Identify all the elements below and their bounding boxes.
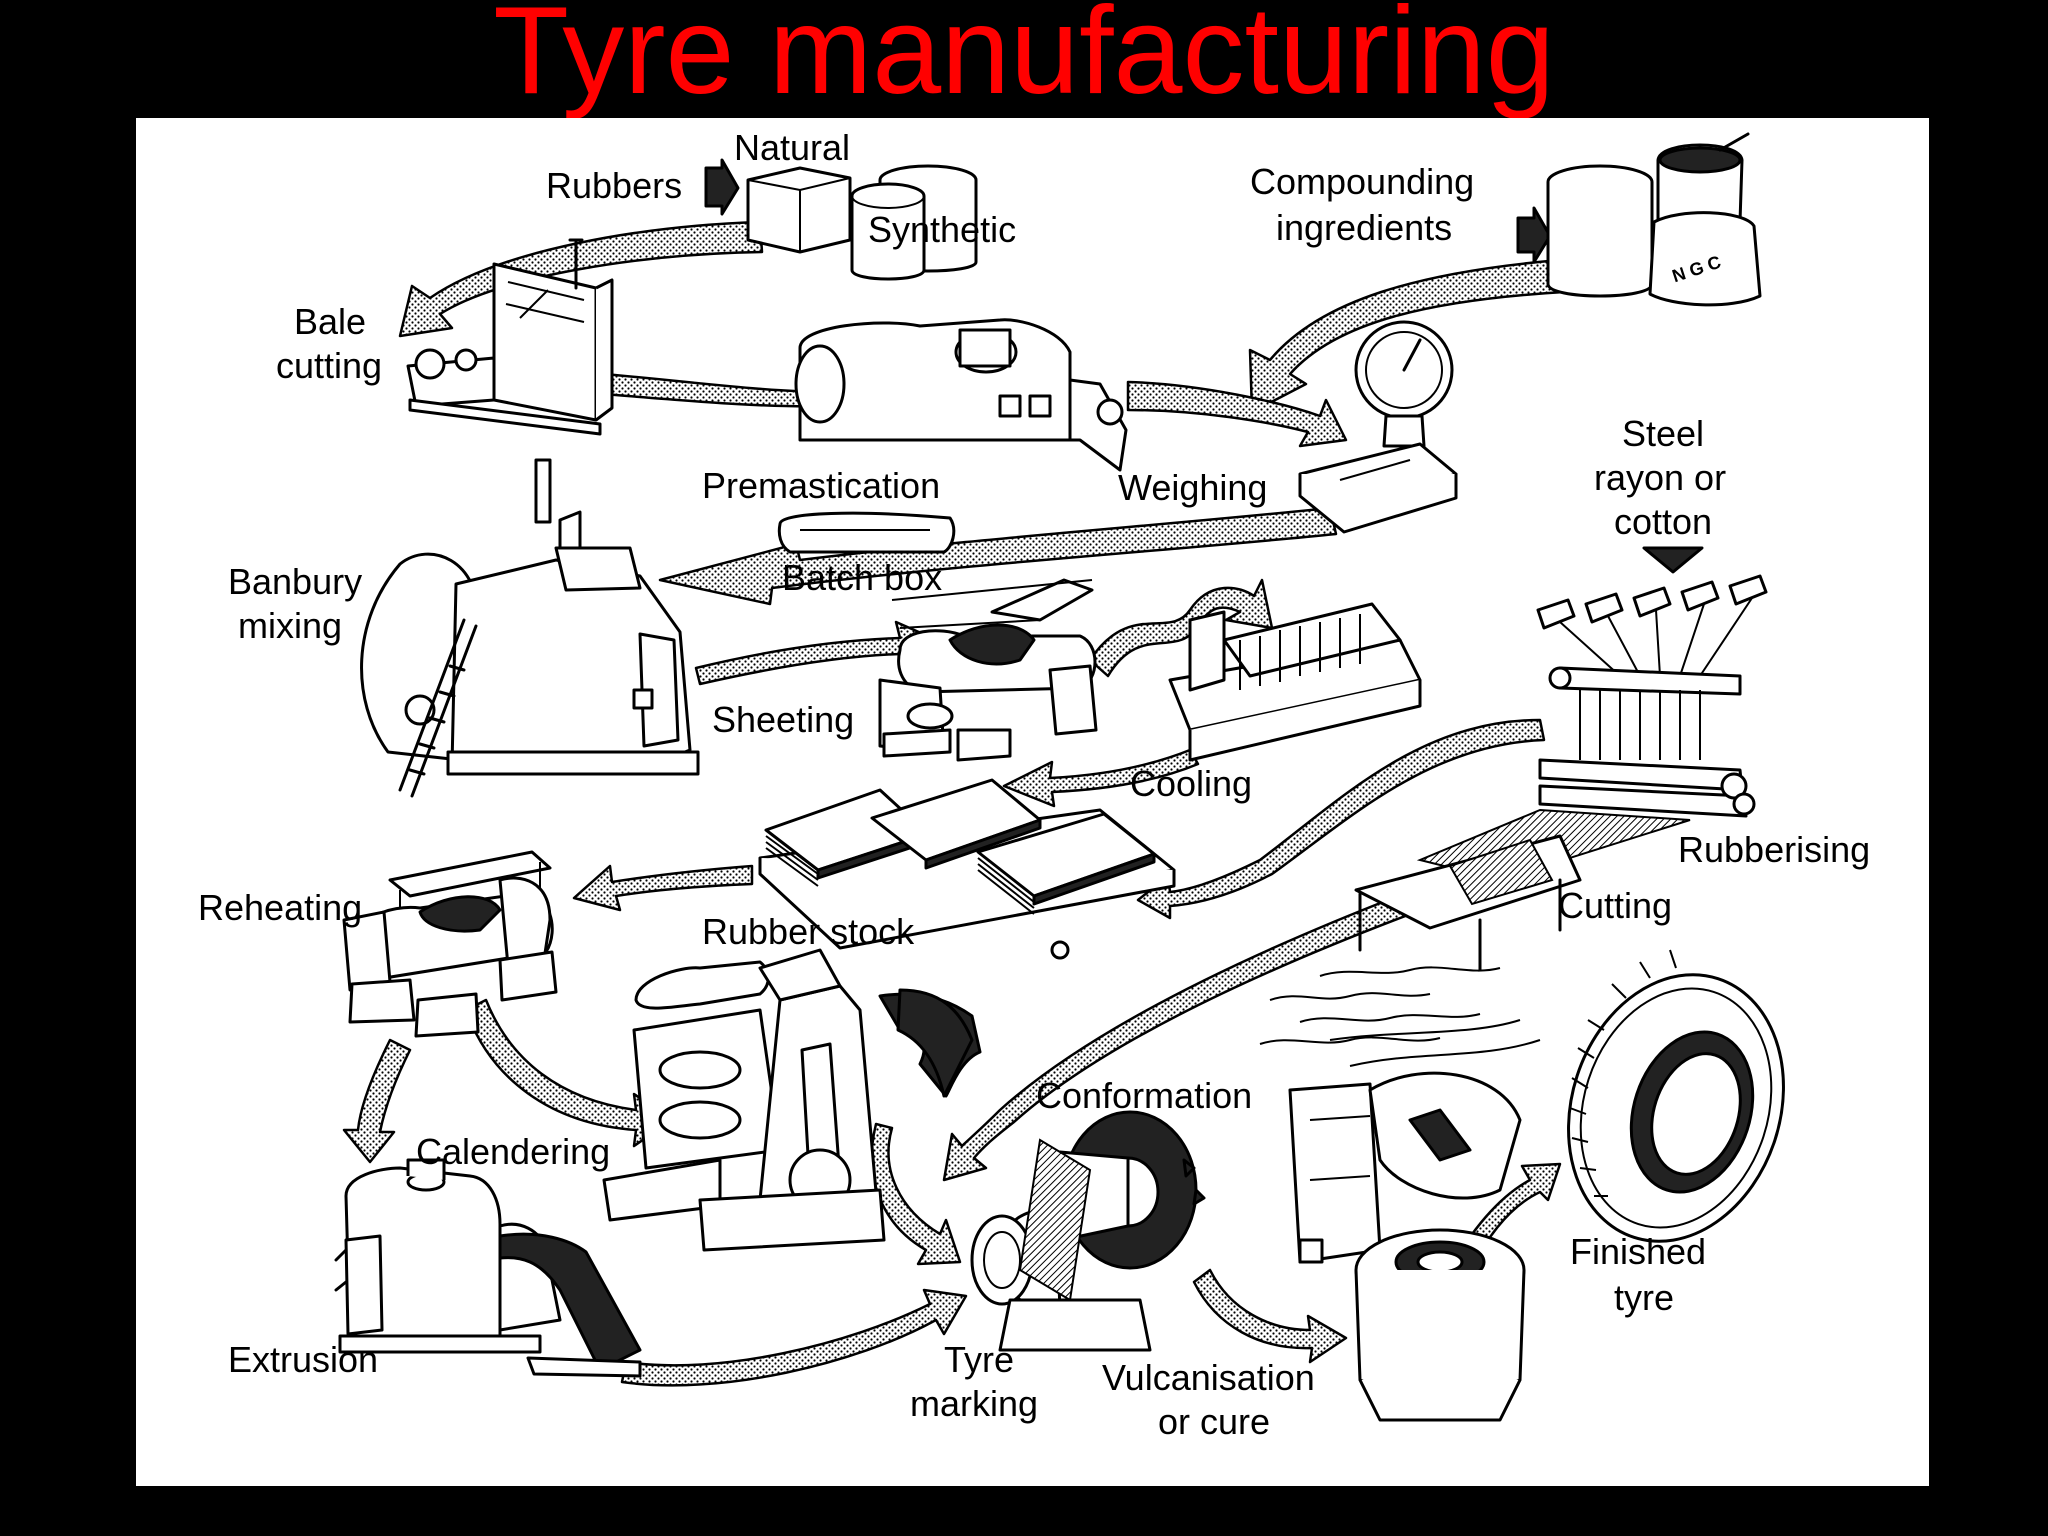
flow-arrow-compounding-to-weighing	[1248, 258, 1566, 414]
label-natural: Natural	[734, 127, 850, 168]
label-steel-line1: Steel	[1622, 413, 1704, 454]
label-tyre-marking-line2: marking	[910, 1383, 1038, 1424]
pointer-arrow-compounding	[1516, 206, 1552, 264]
bale-cutting-machine	[406, 238, 614, 436]
weighing-scale	[1298, 320, 1458, 534]
label-steel-line2: rayon or	[1594, 457, 1726, 498]
label-finished-line2: tyre	[1614, 1277, 1674, 1318]
label-tyre-marking-line1: Tyre	[944, 1339, 1014, 1380]
flow-arrow-extrusion-to-building	[620, 1288, 968, 1387]
flow-arrow-reheating-to-extrusion	[342, 1038, 412, 1164]
label-calendering: Calendering	[416, 1131, 610, 1172]
flow-arrow-bale-to-premastication	[576, 370, 832, 408]
premastication-machine	[794, 318, 1128, 472]
label-finished-line1: Finished	[1570, 1231, 1706, 1272]
flow-arrow-sheeting-to-cooling	[1088, 578, 1274, 678]
flow-arrow-reheating-to-calendering	[464, 998, 674, 1148]
label-synthetic: Synthetic	[868, 209, 1016, 250]
cutting-table	[1354, 834, 1582, 972]
reheating-mill	[342, 850, 558, 1038]
compounding-ingredient-containers: N G C	[1546, 132, 1762, 307]
extruder	[334, 1158, 642, 1378]
rubber-stock-pallet	[758, 778, 1176, 960]
label-rubber-stock: Rubber stock	[702, 911, 915, 952]
flow-arrow-conformation-to-vulcanisation	[1192, 1268, 1348, 1364]
label-compounding-line2: ingredients	[1276, 207, 1452, 248]
label-bale-line1: Bale	[294, 301, 366, 342]
label-weighing: Weighing	[1118, 467, 1267, 508]
pointer-arrow-rubbers	[704, 158, 740, 216]
natural-rubber-bale	[746, 166, 852, 254]
vulcanisation-press	[1288, 1019, 1541, 1422]
banbury-mixer	[360, 458, 700, 798]
heat-waves	[1259, 966, 1501, 1045]
finished-tyre	[1567, 949, 1785, 1243]
illustrations: N G C	[334, 132, 1785, 1422]
flow-arrow-cooling-to-stock	[1002, 748, 1200, 808]
label-vulcanisation-line2: or cure	[1158, 1401, 1270, 1442]
label-premastication: Premastication	[702, 465, 940, 506]
label-sheeting: Sheeting	[712, 699, 854, 740]
flow-arrow-stock-to-reheating	[572, 864, 754, 912]
pointer-arrow-steel	[1642, 546, 1704, 574]
label-reheating: Reheating	[198, 887, 362, 928]
flow-arrow-premastication-to-weighing	[1126, 380, 1348, 448]
flow-arrow-rubberising-to-stock	[1136, 718, 1546, 920]
label-rubbers: Rubbers	[546, 165, 682, 206]
synthetic-rubber-drums	[850, 164, 978, 281]
label-extrusion: Extrusion	[228, 1339, 378, 1380]
tyre-building-drum	[970, 1110, 1206, 1352]
label-bale-line2: cutting	[276, 345, 382, 386]
label-banbury-line2: mixing	[238, 605, 342, 646]
label-rubberising: Rubberising	[1678, 829, 1870, 870]
label-banbury-line1: Banbury	[228, 561, 362, 602]
label-batch-box: Batch box	[782, 557, 942, 598]
flow-arrow-rubber-to-bale	[398, 220, 764, 338]
label-compounding-line1: Compounding	[1250, 161, 1474, 202]
label-cutting: Cutting	[1558, 885, 1672, 926]
cooling-rack	[1168, 602, 1422, 762]
slide-title: Tyre manufacturing	[493, 0, 1555, 120]
label-steel-line3: cotton	[1614, 501, 1712, 542]
flow-arrow-weighing-to-banbury	[658, 506, 1338, 606]
step-labels: Natural Rubbers Synthetic Compounding in…	[198, 127, 1870, 1442]
flow-arrow-calendering-to-conformation	[870, 1122, 962, 1266]
label-vulcanisation-line1: Vulcanisation	[1102, 1357, 1315, 1398]
sheeting-mill	[878, 578, 1098, 762]
label-cooling: Cooling	[1130, 763, 1252, 804]
calender-machine	[602, 948, 974, 1252]
label-conformation: Conformation	[1036, 1075, 1252, 1116]
batch-box	[777, 511, 956, 554]
